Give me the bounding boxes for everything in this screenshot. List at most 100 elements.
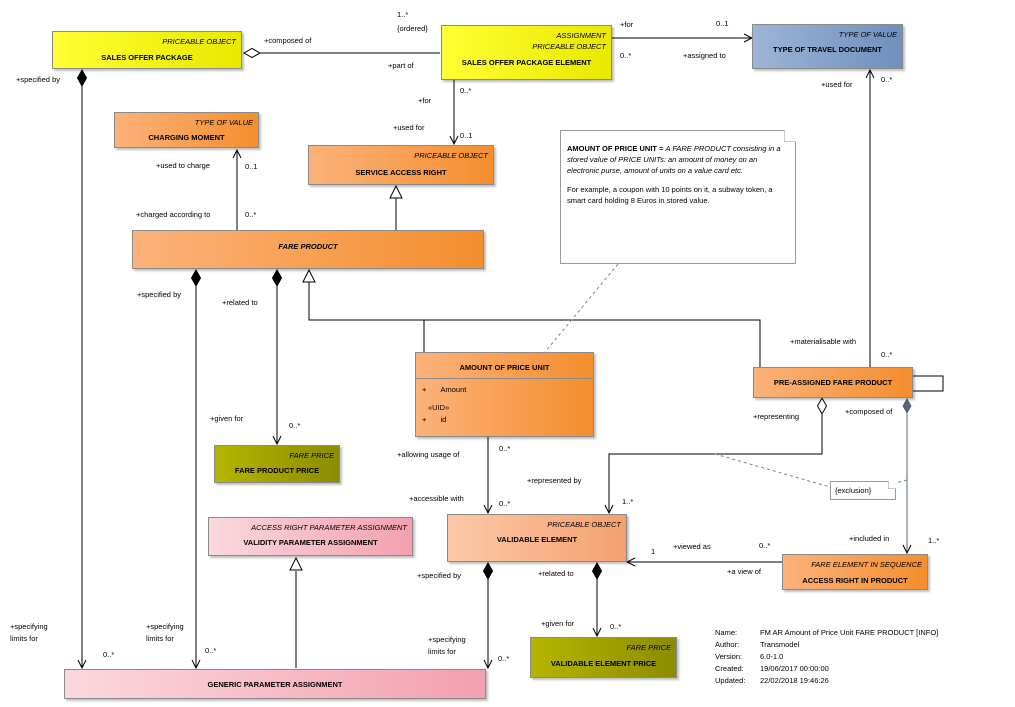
stereotype: PRICEABLE OBJECT [547,520,621,529]
label-specified-by-3: +specified by [417,571,461,580]
label-specifying-limits-for-2: +specifying limits for [146,622,184,643]
note-anchor [544,263,619,353]
note-text-example: For example, a coupon with 10 points on … [567,185,773,205]
note-italic: A FARE PRODUCT consisting in a stored va… [567,144,781,175]
label-viewed-as: +viewed as [673,542,711,551]
attribute-stereotype: «UID» [428,403,450,412]
mult-0-1-c: 0..1 [245,162,258,171]
class-type-of-travel-document[interactable]: TYPE OF VALUE TYPE OF TRAVEL DOCUMENT [752,24,903,69]
class-sales-offer-package-element[interactable]: ASSIGNMENT PRICEABLE OBJECT SALES OFFER … [441,25,612,80]
class-name: VALIDABLE ELEMENT PRICE [550,659,657,668]
class-access-right-in-product[interactable]: FARE ELEMENT IN SEQUENCE ACCESS RIGHT IN… [782,554,928,590]
label-allowing-usage-of: +allowing usage of [397,450,460,459]
attribute-id: + id [422,415,446,424]
mult-1-n-b: 1..* [622,497,634,506]
mult-1-n-c: 1..* [928,536,940,545]
stereotype: ASSIGNMENT PRICEABLE OBJECT [532,31,606,51]
mult-0-n-a: 0..* [620,51,632,60]
label-used-to-charge: +used to charge [156,161,210,170]
mult-0-n-i: 0..* [759,541,771,550]
class-name: TYPE OF TRAVEL DOCUMENT [773,45,882,54]
label-accessible-with: +accessible with [409,494,464,503]
class-name: ACCESS RIGHT IN PRODUCT [802,576,908,585]
diamond-open-sop [242,47,262,59]
mult-0-n-g: 0..* [499,444,511,453]
note-corner-icon [888,481,896,489]
meta-value: FM AR Amount of Price Unit FARE PRODUCT … [760,628,939,637]
stereotype: FARE PRICE [626,643,671,652]
label-related-to-2: +related to [538,569,574,578]
gen-pafp-fp [424,319,761,367]
attribute-amount: + Amount [422,385,466,394]
diamond-filled-sop [76,68,88,88]
note-amount-of-price-unit[interactable]: AMOUNT OF PRICE UNIT = A FARE PRODUCT co… [560,130,796,264]
label-specifying-limits-for-3: +specifying limits for [428,635,466,656]
attribute-visibility: + [422,415,427,424]
attribute-label: id [440,415,447,424]
class-fare-product[interactable]: FARE PRODUCT [132,230,484,269]
attribute-visibility: + [422,385,427,394]
mult-1: 1 [651,547,656,556]
diamond-filled-ve2 [591,561,603,581]
meta-key: Created: [715,664,744,673]
label-part-of: +part of [388,61,414,70]
class-name: SERVICE ACCESS RIGHT [355,168,447,177]
mult-0-n-c: 0..* [881,75,893,84]
class-amount-of-price-unit[interactable]: AMOUNT OF PRICE UNIT + Amount «UID» + id [415,352,594,437]
label-included-in: +included in [849,534,890,543]
diamond-open-pafp [816,396,828,416]
mult-0-1-b: 0..1 [460,131,473,140]
diamond-filled-pafp [902,398,912,414]
meta-name-row: Name:FM AR Amount of Price Unit FARE PRO… [715,627,938,639]
label-composed-of: +composed of [264,36,312,45]
gen-triangle-fp [302,268,316,283]
diamond-filled-fp1 [190,268,202,288]
stereotype: ACCESS RIGHT PARAMETER ASSIGNMENT [251,523,407,532]
diamond-filled-fp2 [271,268,283,288]
meta-updated-row: Updated:22/02/2018 19:46:26 [715,675,938,687]
mult-0-n-d: 0..* [245,210,257,219]
class-generic-parameter-assignment[interactable]: GENERIC PARAMETER ASSIGNMENT [64,669,486,699]
class-fare-product-price[interactable]: FARE PRICE FARE PRODUCT PRICE [214,445,340,483]
mult-0-n-j: 0..* [610,622,622,631]
mult-0-n-f: 0..* [881,350,893,359]
meta-value: Transmodel [760,640,800,649]
mult-0-n-b: 0..* [460,86,472,95]
class-name: FARE PRODUCT [278,242,338,251]
assoc-pafp-ve [609,414,823,513]
label-given-for-1: +given for [210,414,244,423]
mult-0-n-h: 0..* [499,499,511,508]
class-charging-moment[interactable]: TYPE OF VALUE CHARGING MOMENT [114,112,259,148]
label-used-for-1: +used for [393,123,425,132]
stereotype: FARE ELEMENT IN SEQUENCE [811,560,922,569]
note-text-definition: AMOUNT OF PRICE UNIT = A FARE PRODUCT co… [567,143,789,176]
mult-1-n: 1..* [397,10,409,19]
class-sales-offer-package[interactable]: PRICEABLE OBJECT SALES OFFER PACKAGE [52,31,242,69]
class-service-access-right[interactable]: PRICEABLE OBJECT SERVICE ACCESS RIGHT [308,145,494,185]
label-specified-by-2: +specified by [137,290,181,299]
label-for-2: +for [418,96,432,105]
class-name: SALES OFFER PACKAGE ELEMENT [461,58,592,67]
class-validity-parameter-assignment[interactable]: ACCESS RIGHT PARAMETER ASSIGNMENT VALIDI… [208,517,413,556]
class-name: FARE PRODUCT PRICE [234,466,320,475]
class-pre-assigned-fare-product[interactable]: PRE-ASSIGNED FARE PRODUCT [753,367,913,398]
label-given-for-2: +given for [541,619,575,628]
label-used-for-2: +used for [821,80,853,89]
class-validable-element-price[interactable]: FARE PRICE VALIDABLE ELEMENT PRICE [530,637,677,678]
exclusion-anchor-1 [714,453,831,488]
class-name: GENERIC PARAMETER ASSIGNMENT [207,680,343,689]
meta-created-row: Created:19/06/2017 00:00:00 [715,663,938,675]
mult-0-n-m: 0..* [498,654,510,663]
note-corner-icon [784,130,796,142]
note-bold: AMOUNT OF PRICE UNIT = [567,144,666,153]
label-related-to-1: +related to [222,298,258,307]
label-assigned-to: +assigned to [683,51,726,60]
label-a-view-of: +a view of [727,567,761,576]
constraint-exclusion[interactable]: {exclusion} [830,481,896,500]
diamond-filled-ve1 [482,561,494,581]
stereotype: TYPE OF VALUE [838,30,897,39]
class-validable-element[interactable]: PRICEABLE OBJECT VALIDABLE ELEMENT [447,514,627,562]
meta-value: 22/02/2018 19:46:26 [760,676,829,685]
stereotype: PRICEABLE OBJECT [162,37,236,46]
